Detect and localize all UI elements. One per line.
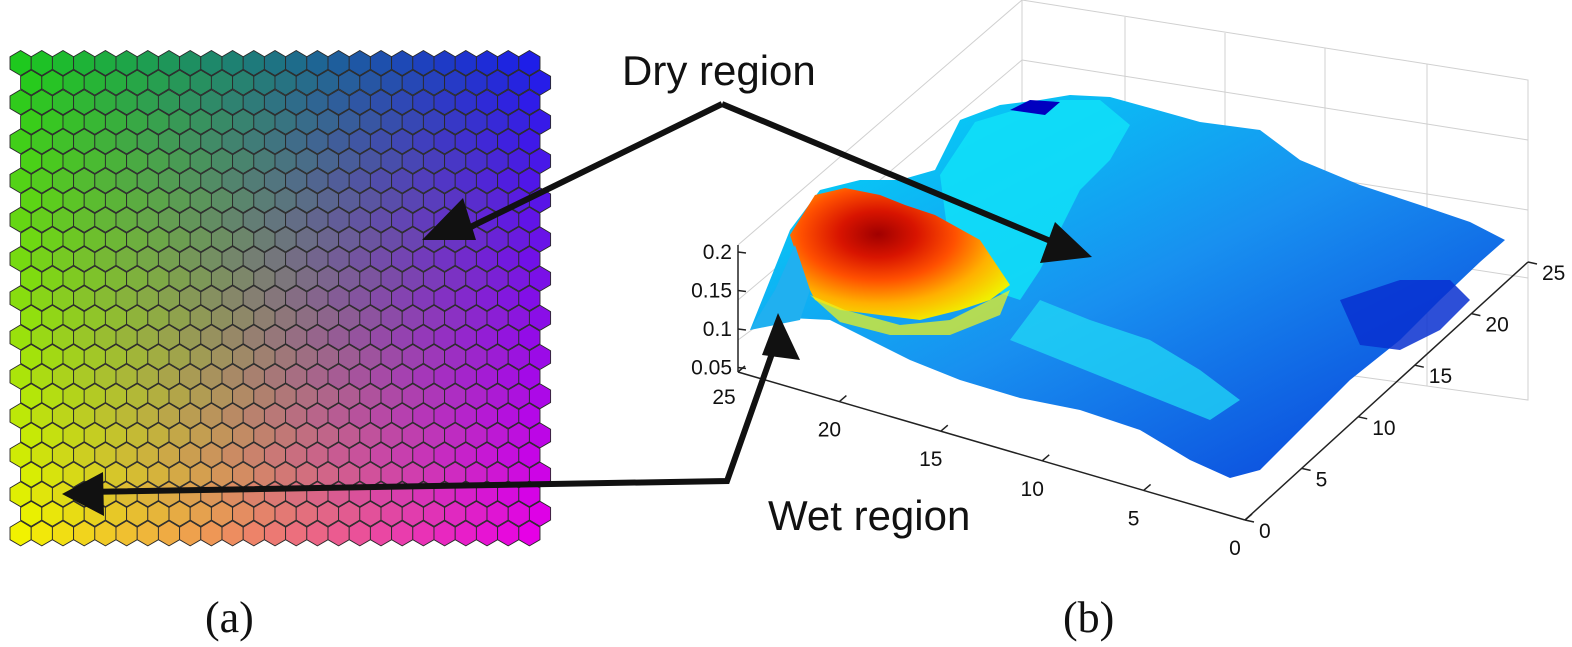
wet-region-label: Wet region (768, 492, 970, 539)
som-hex-cell (528, 147, 552, 175)
panel-label-a: (a) (205, 593, 254, 642)
x-tick-mark (940, 424, 949, 432)
y-tick-mark (1358, 416, 1368, 420)
y-tick-mark (1527, 261, 1538, 265)
som-hex-cell (518, 402, 541, 429)
x-tick-label: 25 (712, 386, 735, 409)
surface-plot: 0.2 0.15 0.1 0.05 25 20 15 10 5 0 0 5 10 15 20 25 (691, 0, 1565, 560)
som-hex-cell (518, 128, 541, 155)
y-tick-mark (1301, 467, 1311, 472)
panel-label-b: (b) (1063, 593, 1114, 642)
x-tick-mark (1244, 513, 1253, 521)
som-hex-cell (518, 324, 541, 351)
surface-axes (737, 245, 1529, 521)
som-hex-cell (528, 265, 552, 292)
som-hex-map (9, 49, 552, 547)
z-axis-ticks: 0.2 0.15 0.1 0.05 (691, 241, 747, 380)
dry-arrow-right (720, 101, 1062, 248)
z-tick-label: 0.1 (703, 318, 732, 341)
dry-region-label: Dry region (622, 47, 816, 94)
y-tick-mark (1414, 364, 1424, 368)
x-tick-label: 15 (919, 448, 942, 471)
surface-dark-blue-top (1010, 100, 1060, 115)
z-tick-label: 0.05 (691, 357, 732, 380)
som-hex-cell (528, 69, 552, 96)
surface-cyan-band-2 (1010, 300, 1240, 420)
annotation-arrows (62, 101, 1092, 516)
surface-dark-blue (1340, 280, 1470, 350)
som-hex-cell (528, 422, 552, 449)
dry-arrow-left (448, 101, 724, 240)
z-tick-label: 0.15 (691, 280, 732, 303)
som-hex-cell (528, 108, 552, 135)
x-tick-label: 0 (1229, 537, 1241, 560)
som-hex-cell (518, 206, 541, 233)
wet-arrowhead-left (62, 472, 104, 516)
x-tick-mark (1143, 483, 1152, 491)
x-tick-mark (1041, 454, 1050, 462)
y-tick-mark (1244, 519, 1255, 523)
x-axis-ticks: 25 20 15 10 5 0 (712, 365, 1253, 560)
x-tick-mark (838, 395, 847, 403)
wet-arrow-line (84, 344, 778, 495)
y-tick-label: 0 (1259, 520, 1271, 543)
x-tick-mark (737, 365, 746, 373)
som-hex-cell (528, 304, 552, 331)
z-tick-mark (737, 289, 747, 293)
som-hex-cell (518, 285, 541, 312)
x-tick-label: 20 (818, 419, 841, 442)
dry-arrowhead-left (422, 198, 476, 240)
y-tick-label: 15 (1429, 365, 1452, 388)
som-hex-cell (528, 343, 552, 371)
som-hex-cell (528, 500, 552, 527)
surface-wet-front (750, 245, 810, 330)
x-tick-label: 10 (1021, 478, 1044, 501)
som-hex-cell (518, 520, 541, 547)
som-hex-cell (518, 245, 541, 273)
dry-arrowhead-right (1040, 222, 1092, 263)
som-hex-cell (518, 167, 541, 194)
surface-yellow-edge (810, 290, 1010, 335)
som-hex-cell (528, 226, 552, 253)
surface-hot-peak (790, 188, 1010, 320)
som-hex-cell (518, 49, 541, 77)
z-tick-label: 0.2 (703, 241, 732, 264)
y-tick-label: 10 (1372, 417, 1395, 440)
som-hex-cell (518, 441, 541, 469)
z-tick-mark (737, 251, 747, 254)
y-tick-label: 20 (1485, 314, 1508, 337)
surface-body (750, 95, 1505, 478)
som-hex-cell (528, 383, 552, 410)
z-tick-mark (737, 328, 747, 331)
x-tick-label: 5 (1128, 507, 1140, 530)
y-tick-label: 5 (1316, 468, 1328, 491)
y-tick-label: 25 (1542, 262, 1565, 285)
som-hex-cell (518, 363, 541, 390)
som-hex-cell (518, 481, 541, 508)
y-tick-mark (1471, 312, 1481, 317)
som-hex-cell (518, 89, 541, 116)
y-axis-ticks: 0 5 10 15 20 25 (1244, 261, 1565, 543)
wet-arrowhead-up (762, 313, 800, 360)
surface-cyan-band (940, 100, 1130, 300)
